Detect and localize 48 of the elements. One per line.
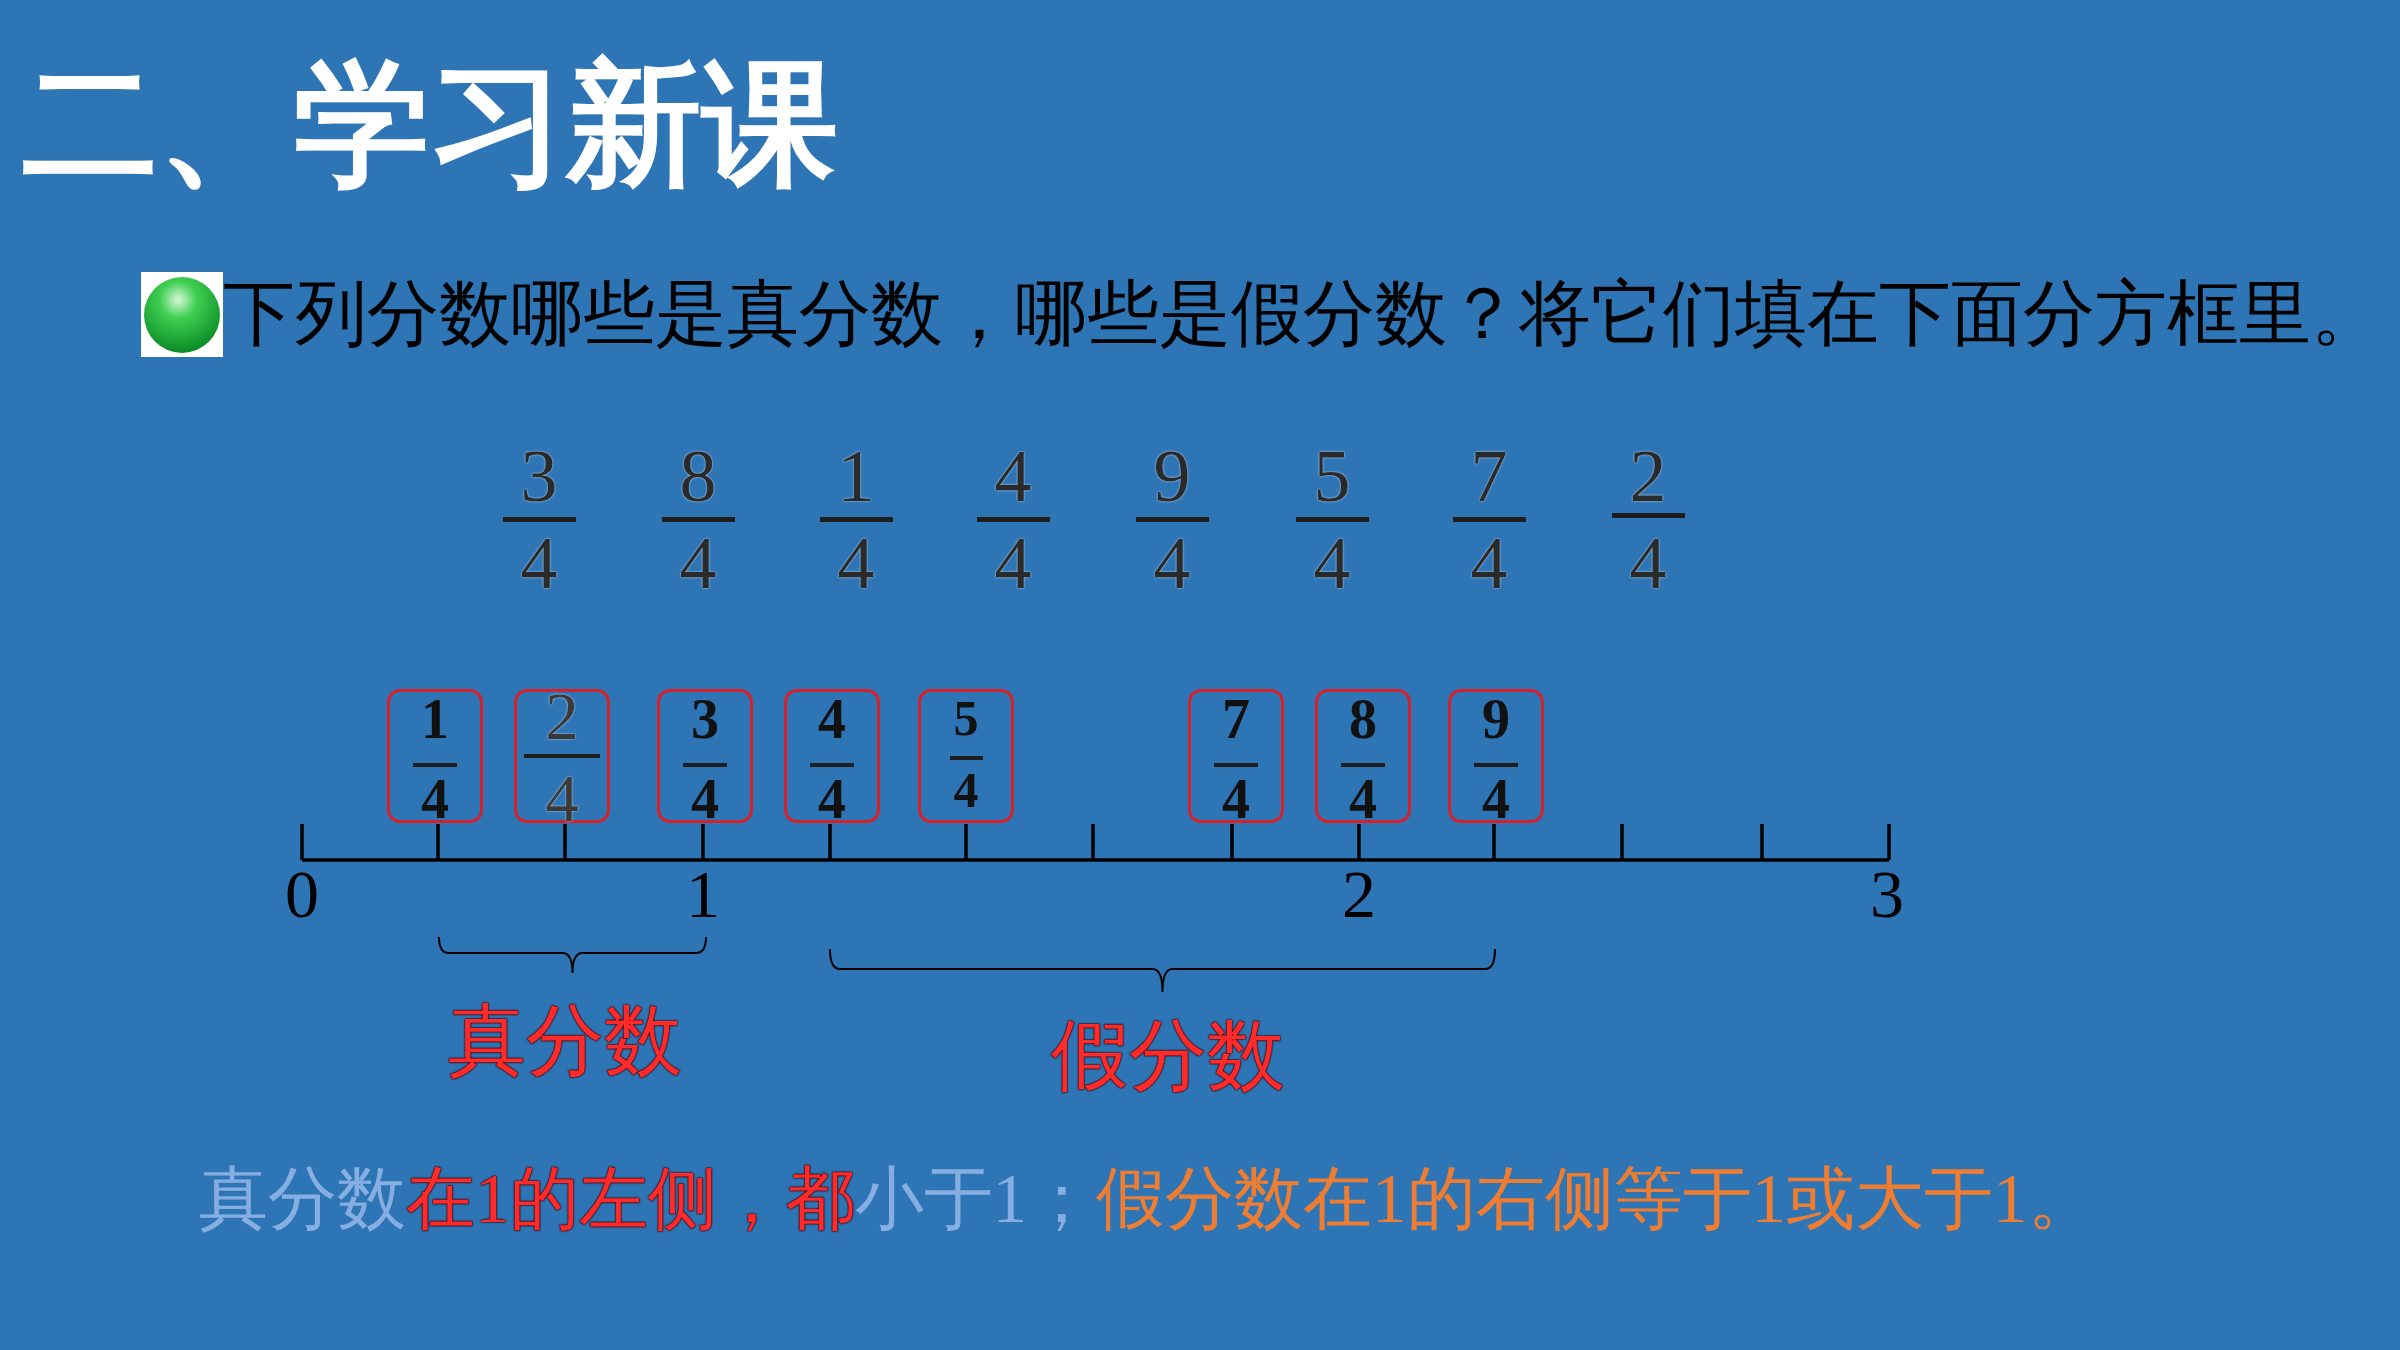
tick-label: 3 bbox=[1870, 860, 1904, 928]
numerator: 9 bbox=[1482, 691, 1510, 747]
numerator: 4 bbox=[818, 691, 846, 747]
numerator: 8 bbox=[1349, 691, 1377, 747]
numerator: 7 bbox=[1222, 691, 1250, 747]
numerator: 7 bbox=[1470, 439, 1508, 513]
numerator: 3 bbox=[691, 691, 719, 747]
numerator: 9 bbox=[1153, 439, 1191, 513]
category-label: 真分数 bbox=[448, 1002, 682, 1080]
answer-box bbox=[1315, 689, 1411, 823]
denominator: 4 bbox=[953, 765, 979, 815]
numerator: 1 bbox=[421, 691, 449, 747]
denominator: 4 bbox=[837, 526, 875, 600]
denominator: 4 bbox=[679, 526, 717, 600]
denominator: 4 bbox=[1349, 771, 1377, 827]
tick-label: 2 bbox=[1342, 860, 1376, 928]
tick-label: 1 bbox=[686, 860, 720, 928]
numerator: 3 bbox=[520, 439, 558, 513]
denominator: 4 bbox=[1470, 526, 1508, 600]
numerator: 5 bbox=[953, 693, 979, 743]
denominator: 4 bbox=[1153, 526, 1191, 600]
numerator: 4 bbox=[994, 439, 1032, 513]
denominator: 4 bbox=[545, 764, 579, 832]
category-label: 假分数 bbox=[1051, 1017, 1285, 1095]
denominator: 4 bbox=[1222, 771, 1250, 827]
denominator: 4 bbox=[1313, 526, 1351, 600]
answer-box bbox=[514, 689, 610, 823]
answer-box bbox=[1188, 689, 1284, 823]
answer-box bbox=[1448, 689, 1544, 823]
numerator: 2 bbox=[545, 682, 579, 750]
answer-box bbox=[387, 689, 483, 823]
answer-box bbox=[657, 689, 753, 823]
answer-box bbox=[918, 689, 1014, 823]
numerator: 8 bbox=[679, 439, 717, 513]
denominator: 4 bbox=[421, 771, 449, 827]
denominator: 4 bbox=[994, 526, 1032, 600]
instruction-text: 下列分数哪些是真分数，哪些是假分数？将它们填在下面分方框里。 bbox=[223, 278, 2383, 350]
numerator: 5 bbox=[1313, 439, 1351, 513]
tick-label: 0 bbox=[285, 860, 319, 928]
denominator: 4 bbox=[520, 526, 558, 600]
denominator: 4 bbox=[818, 771, 846, 827]
numerator: 1 bbox=[837, 439, 875, 513]
denominator: 4 bbox=[1482, 771, 1510, 827]
summary-text: 真分数在1的左侧，都小于1；假分数在1的右侧等于1或大于1。 bbox=[199, 1165, 2097, 1234]
numerator: 2 bbox=[1629, 439, 1667, 513]
denominator: 4 bbox=[691, 771, 719, 827]
answer-box bbox=[784, 689, 880, 823]
denominator: 4 bbox=[1629, 526, 1667, 600]
